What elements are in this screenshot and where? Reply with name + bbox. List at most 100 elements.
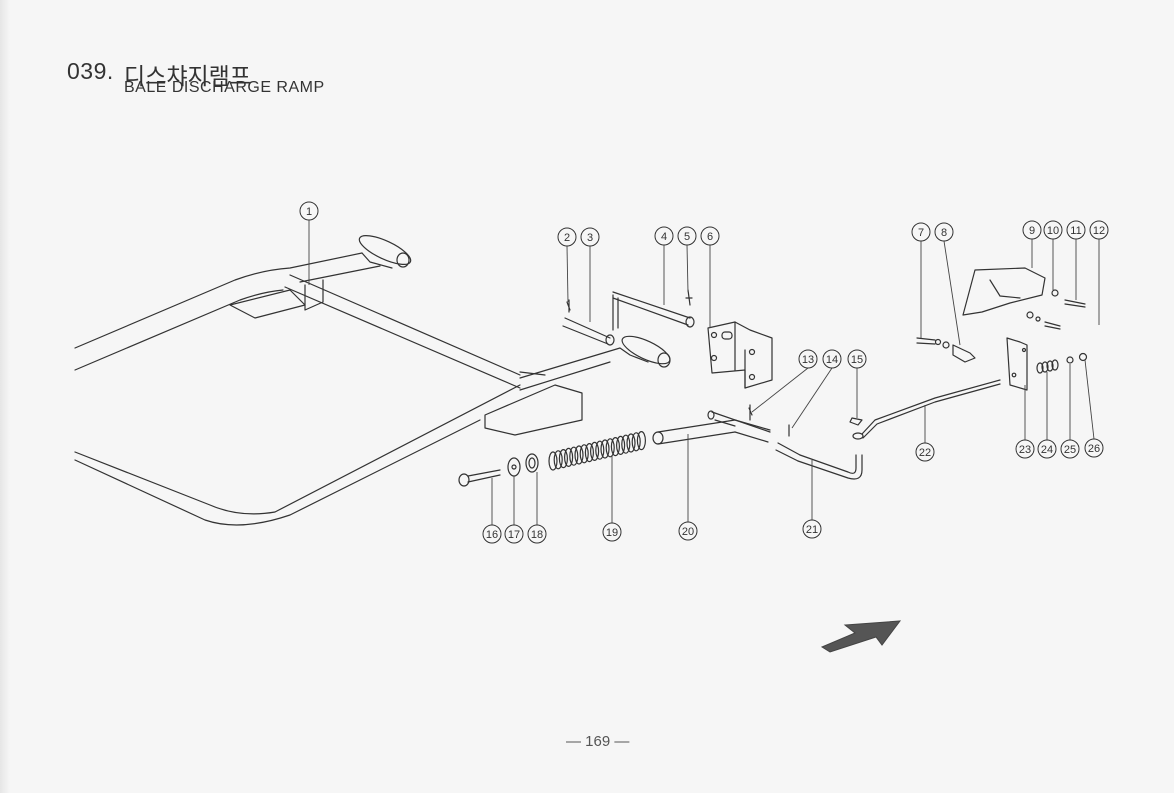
callout-24: 24 — [1037, 372, 1057, 459]
callout-circle — [677, 226, 697, 246]
part-number: 8 — [941, 227, 947, 239]
part-number: 21 — [806, 524, 818, 536]
leader-line — [791, 367, 833, 429]
callout-circle — [1084, 438, 1104, 458]
callout-12: 12 — [1089, 220, 1109, 325]
part-number: 10 — [1047, 225, 1059, 237]
callout-circle — [1043, 220, 1063, 240]
callout-5: 5 — [677, 226, 697, 293]
leader-line — [686, 244, 689, 293]
callout-18: 18 — [527, 472, 547, 544]
plate-23 — [1006, 337, 1028, 391]
spring-coil — [626, 433, 636, 453]
spring-coil — [631, 432, 641, 452]
part-number: 7 — [918, 227, 924, 239]
part-number: 22 — [919, 447, 931, 459]
bracket-6 — [707, 321, 773, 389]
part-number: 9 — [1029, 225, 1035, 237]
spring-19 — [548, 431, 647, 471]
callout-circle — [482, 524, 502, 544]
section-number: 039. — [67, 58, 114, 84]
page-number: — 169 — — [566, 733, 630, 750]
spring-coil — [636, 431, 647, 451]
part-number: 18 — [531, 529, 543, 541]
callout-11: 11 — [1066, 220, 1086, 300]
pin-assembly-2-3 — [562, 299, 615, 346]
spring-coil — [553, 450, 563, 470]
part-number: 4 — [661, 231, 667, 243]
leader-line — [751, 367, 809, 413]
callout-circle — [602, 522, 622, 542]
callout-14: 14 — [791, 349, 842, 429]
callout-circle — [822, 349, 842, 369]
ramp-frame — [74, 235, 671, 526]
callout-1: 1 — [299, 201, 319, 285]
callout-circle — [1015, 439, 1035, 459]
callout-circle — [798, 349, 818, 369]
callout-circle — [700, 226, 720, 246]
callout-circle — [299, 201, 319, 221]
callout-circle — [934, 222, 954, 242]
spring-coil — [621, 434, 631, 454]
part-number: 16 — [486, 529, 498, 541]
callout-circle — [557, 227, 577, 247]
part-number: 19 — [606, 527, 618, 539]
spring-coil — [589, 441, 600, 461]
callout-9: 9 — [1022, 220, 1042, 268]
callout-10: 10 — [1043, 220, 1063, 290]
spring-coil — [548, 451, 558, 471]
part-number: 17 — [508, 529, 520, 541]
part-number: 5 — [684, 231, 690, 243]
spring-coil — [595, 440, 605, 460]
l-pin-4-5 — [612, 289, 695, 331]
part-number: 14 — [826, 354, 838, 366]
callout-19: 19 — [602, 455, 622, 542]
callout-circle — [1037, 439, 1057, 459]
callout-circle — [911, 222, 931, 242]
callout-circle — [1060, 439, 1080, 459]
callout-23: 23 — [1015, 385, 1035, 459]
direction-arrow-icon — [820, 620, 902, 653]
callout-4: 4 — [654, 226, 674, 305]
callout-21: 21 — [802, 460, 822, 539]
callout-26: 26 — [1084, 359, 1104, 458]
part-number: 15 — [851, 354, 863, 366]
part-number: 6 — [707, 231, 713, 243]
callout-circle — [1066, 220, 1086, 240]
page-edge-shadow — [0, 0, 10, 793]
callout-2: 2 — [557, 227, 577, 303]
part-number: 3 — [587, 232, 593, 244]
spring-coil — [584, 443, 595, 463]
spring-coil — [558, 449, 569, 469]
callout-17: 17 — [504, 476, 524, 544]
callout-8: 8 — [934, 222, 961, 346]
part-number: 24 — [1041, 444, 1053, 456]
small-parts-13-14-15 — [748, 404, 863, 437]
part-number: 23 — [1019, 444, 1031, 456]
spring-washer-nut-24-25-26 — [1036, 352, 1088, 374]
callout-25: 25 — [1060, 364, 1080, 459]
callout-circle — [1089, 220, 1109, 240]
callout-circle — [580, 227, 600, 247]
callout-6: 6 — [700, 226, 720, 328]
callout-15: 15 — [847, 349, 867, 418]
cover-9 — [962, 267, 1046, 316]
spring-coil — [569, 446, 579, 466]
callout-circle — [847, 349, 867, 369]
callout-3: 3 — [580, 227, 600, 322]
part-number: 13 — [802, 354, 814, 366]
part-number: 2 — [564, 232, 570, 244]
callout-circle — [915, 442, 935, 462]
link-rod-22 — [852, 379, 1001, 440]
callout-13: 13 — [751, 349, 818, 413]
leader-line — [1084, 359, 1095, 440]
spring-coil — [579, 444, 589, 464]
title-english: BALE DISCHARGE RAMP — [124, 79, 325, 96]
part-number: 26 — [1088, 443, 1100, 455]
shaft-20 — [652, 410, 771, 445]
callout-22: 22 — [915, 405, 935, 462]
part-number: 11 — [1070, 225, 1081, 237]
fasteners-10-11-12 — [1026, 289, 1086, 330]
swivel-7-8 — [916, 337, 976, 363]
